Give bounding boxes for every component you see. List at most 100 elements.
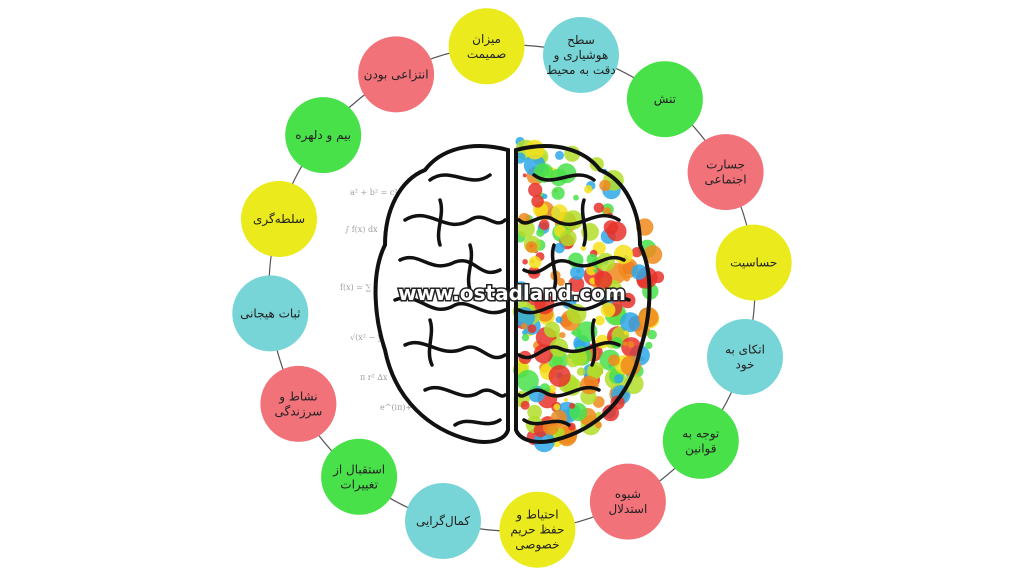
factor-node: کمال‌گرایی bbox=[405, 483, 481, 559]
brain-illustration: a² + b² = c² ∫ f(x) dx f(x) = ∑ aₙ √(x² … bbox=[340, 136, 665, 453]
factor-node-label: شیوه bbox=[615, 487, 641, 502]
left-hemisphere-folds bbox=[393, 173, 507, 427]
factor-node-label: حساسیت bbox=[730, 256, 777, 270]
paint-splash bbox=[652, 271, 665, 284]
paint-splash bbox=[520, 400, 530, 410]
factor-node-label: صمیمت bbox=[467, 47, 506, 61]
factor-node-label: تغییرات bbox=[340, 477, 378, 492]
paint-splash bbox=[623, 330, 629, 336]
paint-splash bbox=[527, 324, 537, 333]
paint-splash bbox=[595, 421, 602, 429]
factor-node-label: هوشیاری و bbox=[553, 48, 609, 63]
paint-splash bbox=[603, 288, 611, 296]
paint-splash bbox=[594, 315, 605, 326]
factor-node-circle bbox=[405, 483, 481, 559]
paint-splash bbox=[547, 385, 557, 394]
paint-splash bbox=[527, 404, 542, 420]
paint-splash bbox=[645, 341, 653, 350]
paint-splash bbox=[521, 334, 530, 342]
factor-node-label: سلطه‌گری bbox=[253, 212, 305, 227]
paint-splash bbox=[554, 242, 565, 254]
paint-splash bbox=[599, 179, 611, 192]
paint-splash bbox=[643, 245, 663, 264]
paint-splash bbox=[516, 369, 539, 392]
paint-splash bbox=[551, 186, 565, 200]
paint-splash bbox=[573, 194, 579, 201]
factor-node-label: جسارت bbox=[706, 158, 745, 173]
factor-node-circle bbox=[626, 61, 703, 138]
paint-splash bbox=[584, 185, 593, 194]
paint-splash bbox=[594, 271, 613, 289]
paint-splash bbox=[522, 259, 528, 265]
factor-node-label: خصوصی bbox=[515, 538, 559, 553]
paint-splash bbox=[528, 182, 543, 198]
factor-node-circle bbox=[285, 97, 362, 174]
factor-node: تنش bbox=[626, 61, 703, 138]
paint-splash bbox=[631, 247, 643, 258]
factor-node-label: میزان bbox=[472, 32, 501, 47]
factor-node-circle bbox=[448, 8, 525, 85]
factor-node-label: نشاط و bbox=[278, 389, 317, 404]
factor-node-circle bbox=[241, 181, 317, 257]
factor-node-label: تنش bbox=[654, 92, 676, 107]
paint-splash bbox=[569, 402, 576, 409]
paint-splash bbox=[593, 268, 598, 273]
factor-node-circle bbox=[543, 17, 619, 93]
factor-node-label: خود bbox=[736, 358, 755, 373]
factor-node-label: سطح bbox=[567, 33, 595, 47]
svg-text:a² + b² = c²: a² + b² = c² bbox=[350, 188, 398, 197]
paint-splash bbox=[571, 330, 576, 335]
factor-node-circle bbox=[499, 491, 576, 568]
paint-splash bbox=[531, 195, 544, 208]
factor-node-label: احتیاط و bbox=[515, 508, 558, 523]
paint-splash bbox=[564, 397, 568, 402]
paint-splash bbox=[614, 374, 624, 384]
paint-splash bbox=[542, 193, 548, 199]
factor-node-label: اجتماعی bbox=[705, 173, 747, 187]
factor-node-circle bbox=[232, 275, 309, 352]
paint-splash bbox=[580, 245, 586, 251]
paint-splash bbox=[568, 276, 585, 293]
svg-text:π r² ∆x: π r² ∆x bbox=[360, 373, 388, 382]
paint-splash bbox=[521, 322, 528, 330]
paint-splash bbox=[528, 256, 542, 269]
paint-splash bbox=[631, 264, 647, 280]
factor-node-label: توجه به bbox=[682, 426, 719, 441]
factor-node-label: استقبال از bbox=[332, 462, 385, 477]
factor-node-circle bbox=[260, 365, 337, 442]
svg-text:f(x) = ∑ aₙ: f(x) = ∑ aₙ bbox=[340, 283, 383, 292]
paint-splash bbox=[580, 375, 599, 395]
paint-splash bbox=[571, 349, 588, 366]
paint-splash bbox=[556, 277, 565, 287]
paint-splash bbox=[525, 139, 545, 160]
paint-splash bbox=[522, 173, 527, 178]
paint-splash bbox=[620, 312, 641, 333]
paint-splash bbox=[627, 341, 635, 348]
factor-node-label: اتکای به bbox=[725, 343, 765, 357]
factor-node-circle bbox=[589, 463, 666, 540]
factor-node-circle bbox=[687, 134, 764, 211]
paint-splash bbox=[544, 321, 560, 338]
paint-splash bbox=[553, 403, 561, 411]
factor-node-label: کمال‌گرایی bbox=[416, 514, 470, 529]
paint-splash bbox=[538, 219, 550, 231]
paint-splash bbox=[600, 302, 616, 318]
factor-node: انتزاعی بودن bbox=[358, 36, 435, 113]
paint-splash bbox=[548, 365, 571, 387]
paint-splash bbox=[622, 341, 628, 347]
factor-node: بیم و دلهره bbox=[285, 97, 362, 174]
factor-node-circle bbox=[715, 224, 792, 301]
paint-splash bbox=[563, 210, 583, 230]
factor-node-circle bbox=[321, 438, 398, 515]
paint-splash bbox=[559, 229, 577, 247]
paint-splash bbox=[576, 269, 581, 274]
factor-node-label: حفظ حریم bbox=[510, 523, 564, 538]
svg-text:√(x² − y²): √(x² − y²) bbox=[350, 333, 389, 342]
